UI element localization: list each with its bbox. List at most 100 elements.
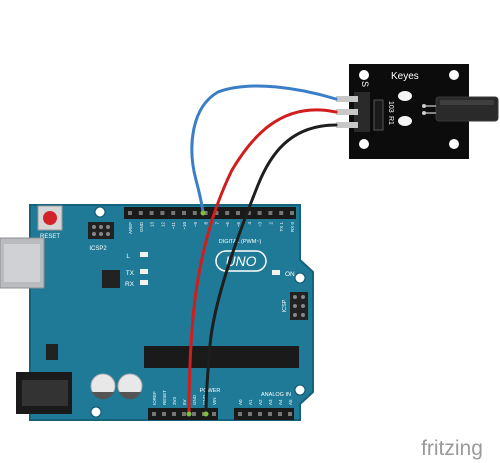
header-hole [162, 412, 166, 416]
pin-label: GND [192, 394, 197, 405]
header-hole [236, 211, 240, 215]
voltage-regulator [46, 344, 58, 360]
board-outline [29, 204, 314, 421]
header-hole [182, 412, 186, 416]
header-hole [212, 412, 216, 416]
mounting-hole [90, 406, 102, 418]
resistor [373, 99, 384, 131]
pin-label: IOREF [152, 391, 157, 405]
pin-label: 8 [204, 222, 209, 225]
pin-label: ~10 [182, 222, 187, 230]
pin-label: A5 [288, 399, 293, 405]
uno-logo: UNO [215, 250, 267, 272]
header-hole [171, 211, 176, 215]
header-hole [214, 211, 219, 215]
microcontroller-chip [144, 346, 299, 368]
led-rx [140, 280, 148, 285]
sensor-signal-label: S [360, 81, 370, 87]
header-hole [203, 211, 208, 215]
icsp2-header [88, 222, 114, 239]
tilt-switch-lead-end [422, 104, 426, 108]
header-hole [246, 211, 251, 215]
pin-label: 7 [214, 222, 219, 225]
pin-label: ~6 [225, 222, 230, 228]
power-jack-inner [22, 380, 68, 406]
digital-header [124, 207, 296, 219]
sensor-pin-ground [336, 122, 358, 128]
mounting-hole [94, 206, 106, 218]
led-rx-label: RX [125, 281, 135, 288]
pin-label: ~9 [193, 222, 198, 228]
pin-label: TX 1 [279, 222, 284, 232]
pin-label: ~5 [236, 222, 241, 228]
header-hole [268, 211, 273, 215]
pin-label: A2 [258, 399, 263, 405]
sensor-pin-signal [336, 96, 358, 102]
pin-label: 5V [182, 399, 187, 405]
header-hole [248, 412, 252, 416]
header-hole [257, 211, 262, 215]
pin-label: RESET [162, 390, 167, 405]
pin-label: VIN [212, 397, 217, 405]
ground-wire[interactable] [204, 123, 338, 416]
header-hole [238, 412, 242, 416]
pin-label: ~11 [171, 222, 176, 230]
sensor-pad [398, 116, 412, 126]
icsp-label: ICSP [282, 299, 288, 312]
usb-chip [102, 270, 120, 288]
sensor-mounting-hole [359, 139, 369, 149]
pin-label: 12 [160, 222, 165, 228]
led-tx-label: TX [126, 270, 135, 277]
mounting-hole [294, 272, 306, 284]
tilt-switch-lead-end [422, 111, 426, 115]
pin-label: A0 [238, 399, 243, 405]
power-header [148, 408, 218, 420]
keyes-sensor-module: Keyes S 103 R1 [336, 64, 499, 159]
reset-label: RESET [40, 234, 60, 240]
uno-text: UNO [225, 253, 256, 269]
header-hole [138, 211, 143, 215]
capacitor [90, 373, 116, 400]
pin-label: AREF [128, 222, 133, 234]
power-wire[interactable] [187, 108, 338, 416]
reset-button-cap[interactable] [43, 211, 57, 225]
signal-wire-end [200, 210, 206, 216]
led-tx [140, 269, 148, 274]
fritzing-watermark: fritzing [421, 437, 483, 460]
header-hole [279, 211, 284, 215]
sensor-mounting-hole [359, 70, 369, 80]
analog-header [234, 408, 294, 420]
header-hole [192, 211, 197, 215]
led-l [140, 252, 148, 257]
header-hole [192, 412, 196, 416]
header-hole [160, 211, 165, 215]
header-hole [288, 412, 292, 416]
pin-label: A4 [278, 399, 283, 405]
header-hole [149, 211, 154, 215]
resistor-part-label: 103 [387, 101, 394, 113]
header-hole [258, 412, 262, 416]
capacitor [117, 373, 143, 400]
ground-wire-end [203, 411, 209, 417]
pin-label: A3 [268, 399, 273, 405]
fritzing-logo: fritzing [421, 437, 483, 460]
led-on [272, 270, 280, 275]
signal-wire[interactable] [190, 84, 338, 214]
pin-label: 4 [247, 222, 252, 225]
icsp2-label: ICSP2 [89, 246, 107, 252]
header-hole [128, 211, 132, 215]
header-hole [290, 211, 294, 215]
sensor-mounting-hole [449, 70, 459, 80]
pin-label: ~3 [258, 222, 263, 228]
resistor-label: R1 [387, 116, 394, 125]
digital-label: DIGITAL (PWM~) [219, 239, 262, 245]
header-hole [182, 211, 186, 215]
header-hole [152, 412, 156, 416]
tilt-switch [435, 96, 499, 122]
header-hole [268, 412, 272, 416]
